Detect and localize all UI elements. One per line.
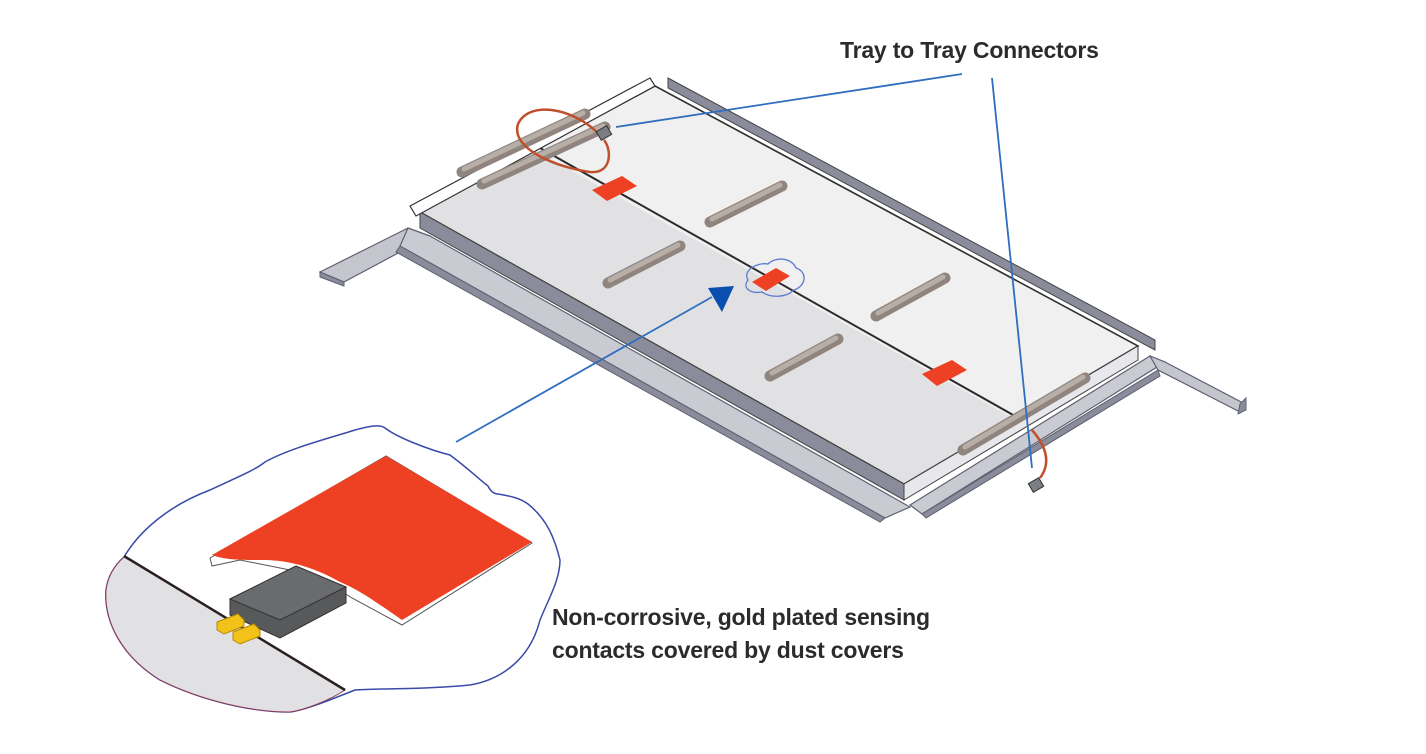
callout-tray-connectors: Tray to Tray Connectors [840, 37, 1099, 63]
leader-line-top-connector [615, 73, 963, 128]
callout-contacts-line-1: Non-corrosive, gold plated sensing [552, 604, 930, 630]
dust-cover [592, 176, 637, 201]
leader-line-bottom-connector [991, 77, 1033, 469]
tray-connector-bottom [1027, 429, 1048, 494]
tray-connector-top [515, 108, 613, 174]
highlight-outline [745, 258, 805, 297]
detail-inset [105, 425, 561, 713]
gold-contact-pins [216, 613, 261, 645]
leader-line-detail [455, 296, 713, 443]
dust-cover [922, 360, 967, 386]
callout-contacts-line-2: contacts covered by dust covers [552, 637, 904, 663]
dust-covers [592, 176, 967, 386]
frame-rail-left [318, 227, 912, 523]
callout-sensing-contacts: Non-corrosive, gold plated sensing conta… [552, 601, 930, 667]
rod-highlights [461, 110, 1086, 450]
dust-cover-detail [212, 456, 532, 620]
dust-cover [752, 268, 790, 291]
arrow-head-icon [708, 286, 734, 312]
callout-lines [455, 73, 1033, 469]
tray-body [409, 77, 1156, 501]
